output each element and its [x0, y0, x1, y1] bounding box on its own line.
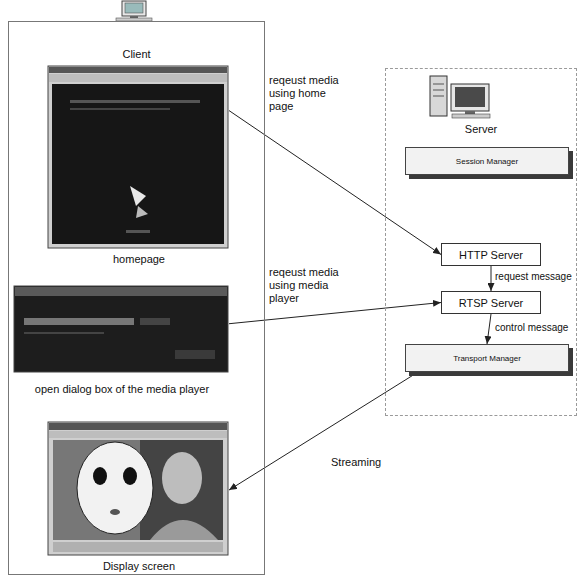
box-label: HTTP Server	[459, 249, 523, 261]
box-label: RTSP Server	[459, 297, 523, 309]
caption: Display screen	[103, 560, 175, 572]
connector-arrow	[229, 111, 441, 255]
display-screenshot	[48, 422, 228, 555]
dialog-screenshot	[14, 286, 228, 372]
process-box: RTSP Server	[441, 291, 541, 314]
manager-band: Session Manager	[405, 147, 569, 175]
panel-label: Server	[386, 123, 576, 135]
screenshot-node: open dialog box of the media player	[15, 287, 229, 395]
edge-label: reqeust media using home page	[268, 74, 346, 113]
edge-label: reqeust media using media player	[268, 266, 346, 305]
manager-band: Transport Manager	[405, 344, 569, 372]
client-computer-icon	[116, 1, 152, 21]
screenshot-node: homepage	[49, 67, 229, 265]
homepage-screenshot	[48, 66, 228, 248]
screenshot-node: Display screen	[49, 423, 229, 572]
connector-arrow	[487, 314, 491, 344]
server-computer-icon	[430, 76, 490, 118]
edge-label: Streaming	[330, 456, 382, 469]
panel-label: Client	[9, 48, 264, 60]
client-panel: Client homepage open dialog box of the med…	[8, 21, 265, 575]
connector-arrow	[229, 303, 441, 324]
caption: homepage	[113, 253, 165, 265]
box-label: Transport Manager	[453, 354, 521, 363]
connector-arrow	[491, 266, 492, 291]
connector-arrow	[229, 372, 418, 490]
edge-label: request message	[494, 270, 573, 283]
edge-label: control message	[494, 321, 569, 334]
box-label: Session Manager	[456, 157, 518, 166]
process-box: HTTP Server	[441, 243, 541, 266]
caption: open dialog box of the media player	[35, 383, 209, 395]
server-panel: ServerSession ManagerHTTP ServerRTSP Ser…	[385, 68, 577, 416]
